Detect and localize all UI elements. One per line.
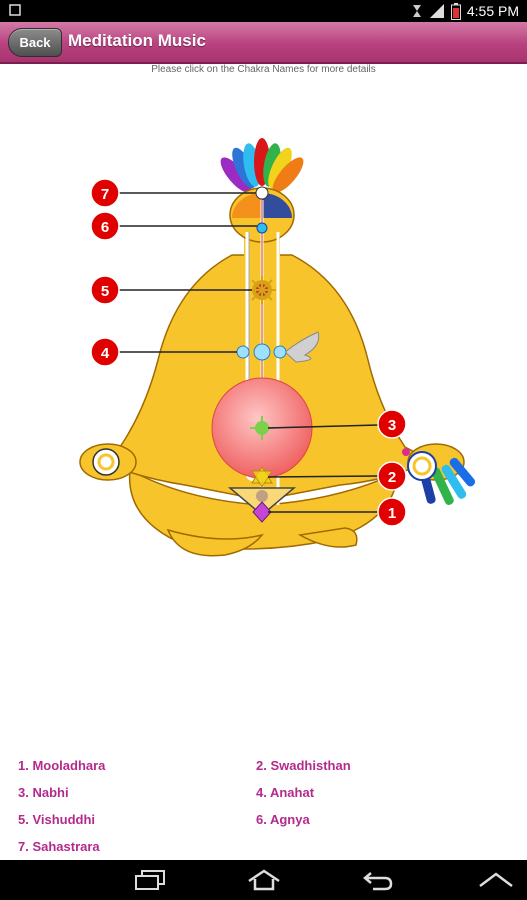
chakra-link-vishuddhi[interactable]: 5. Vishuddhi xyxy=(18,812,96,827)
title-bar: Back Meditation Music xyxy=(0,22,527,64)
instruction-text: Please click on the Chakra Names for mor… xyxy=(151,64,376,75)
chakra-link-mooladhara[interactable]: 1. Mooladhara xyxy=(18,758,106,773)
nav-bar xyxy=(0,860,527,900)
status-bar: 4:55 PM xyxy=(0,0,527,22)
lotus-crown xyxy=(220,138,304,193)
svg-text:6: 6 xyxy=(101,219,109,236)
chakra-figure: 7 6 5 4 3 2 1 xyxy=(0,80,527,580)
marker-1[interactable]: 1 xyxy=(377,497,407,527)
dove-icon xyxy=(284,331,320,363)
signal-icon xyxy=(429,3,445,19)
vibrate-icon xyxy=(411,3,423,19)
chakra-link-swadhisthan[interactable]: 2. Swadhisthan xyxy=(256,758,351,773)
chakra-link-anahat[interactable]: 4. Anahat xyxy=(256,785,315,800)
marker-4[interactable]: 4 xyxy=(90,337,120,367)
chakra-link-sahastrara[interactable]: 7. Sahastrara xyxy=(18,839,100,854)
svg-text:7: 7 xyxy=(101,186,109,203)
marker-7[interactable]: 7 xyxy=(90,178,120,208)
svg-text:2: 2 xyxy=(388,469,396,486)
chakra-link-agnya[interactable]: 6. Agnya xyxy=(256,812,310,827)
back-arrow-icon[interactable] xyxy=(354,868,402,892)
svg-text:4: 4 xyxy=(101,345,110,362)
svg-text:3: 3 xyxy=(388,417,396,434)
nabhi-symbol xyxy=(250,416,274,440)
vishuddhi-symbol xyxy=(248,276,276,304)
menu-chevron-icon[interactable] xyxy=(472,868,520,892)
marker-6[interactable]: 6 xyxy=(90,211,120,241)
back-button[interactable]: Back xyxy=(8,28,62,57)
chakra-link-nabhi[interactable]: 3. Nabhi xyxy=(18,785,69,800)
marker-3[interactable]: 3 xyxy=(377,409,407,439)
battery-icon xyxy=(450,2,461,20)
mooladhara-symbol xyxy=(252,501,272,523)
marker-5[interactable]: 5 xyxy=(90,275,120,305)
notification-icon xyxy=(8,3,22,17)
right-hand-fingers xyxy=(407,451,476,505)
status-time: 4:55 PM xyxy=(466,3,519,19)
svg-text:5: 5 xyxy=(101,283,109,300)
marker-2[interactable]: 2 xyxy=(377,461,407,491)
home-icon[interactable] xyxy=(240,868,288,892)
svg-text:1: 1 xyxy=(388,505,396,522)
left-hand-mark xyxy=(92,448,120,476)
recent-apps-icon[interactable] xyxy=(126,868,174,892)
page-title: Meditation Music xyxy=(68,31,206,50)
